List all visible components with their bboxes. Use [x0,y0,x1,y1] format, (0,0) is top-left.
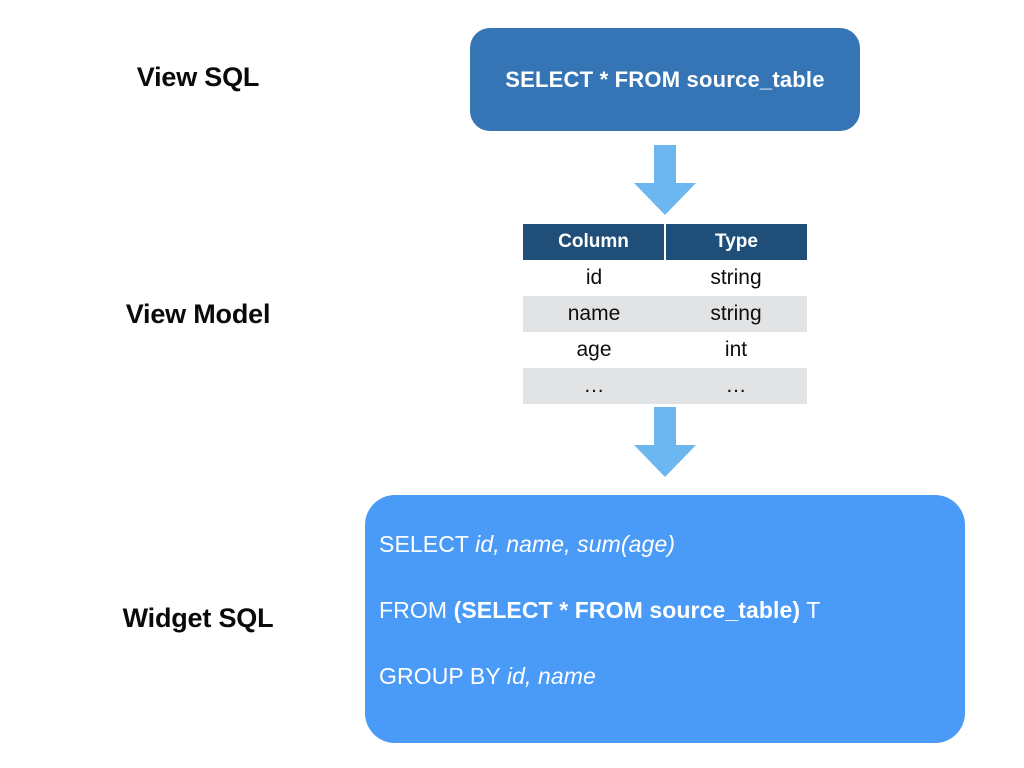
schema-cell-column: age [523,332,665,368]
widget-sql-line-select: SELECT id, name, sum(age) [379,531,965,558]
widget-sql-box: SELECT id, name, sum(age) FROM (SELECT *… [365,495,965,743]
down-arrow-icon-top [634,145,696,215]
schema-header-column: Column [523,224,666,260]
row-label-view-sql: View SQL [136,62,260,92]
widget-sql-line-from: FROM (SELECT * FROM source_table) T [379,597,965,624]
sql-fragment-regular-2: T [800,597,821,623]
row-label-widget-sql: Widget SQL [122,603,274,633]
schema-header-type: Type [665,224,807,260]
widget-sql-line-groupby: GROUP BY id, name [379,663,965,690]
sql-fragment-italic-1: id, name, sum(age) [475,531,676,557]
view-sql-box: SELECT * FROM source_table [470,28,860,131]
schema-table-body: id string name string age int … … [523,260,807,404]
down-arrow-icon-bottom [634,407,696,477]
sql-fragment-bold-1: (SELECT * FROM source_table) [453,597,801,623]
schema-cell-type: int [665,332,807,368]
sql-fragment-regular-0: GROUP BY [379,663,507,689]
table-row: id string [523,260,807,296]
schema-cell-type: … [665,368,807,404]
row-label-view-model: View Model [125,299,271,329]
table-row: name string [523,296,807,332]
sql-fragment-regular-0: SELECT [379,531,476,557]
schema-cell-type: string [665,296,807,332]
view-model-schema-table: Column Type id string name string age in… [523,224,807,404]
sql-fragment-regular-0: FROM [379,597,454,623]
schema-cell-type: string [665,260,807,296]
schema-table-head: Column Type [523,224,807,260]
schema-cell-column: … [523,368,665,404]
schema-cell-column: id [523,260,665,296]
table-row: age int [523,332,807,368]
schema-header-row: Column Type [523,224,807,260]
schema-cell-column: name [523,296,665,332]
view-sql-statement: SELECT * FROM source_table [505,66,825,92]
sql-fragment-italic-1: id, name [506,663,596,689]
table-row: … … [523,368,807,404]
